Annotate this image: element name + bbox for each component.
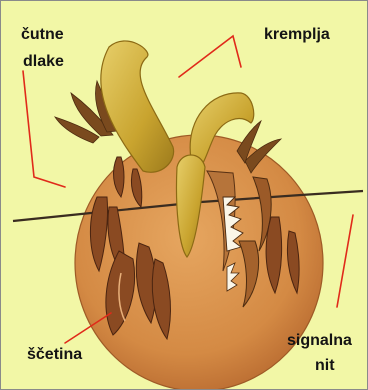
label-kremplja: kremplja: [264, 25, 330, 45]
pointer-cutne-dlake: [23, 71, 65, 187]
claw-left: [101, 41, 174, 172]
label-signalna: signalna: [287, 331, 352, 351]
label-scetina: ščetina: [27, 345, 82, 365]
label-nit: nit: [315, 356, 335, 376]
pointer-signalna-nit: [337, 215, 353, 307]
label-dlake: dlake: [23, 52, 64, 72]
label-cutne: čutne: [21, 25, 64, 45]
pointer-kremplja: [179, 36, 241, 77]
